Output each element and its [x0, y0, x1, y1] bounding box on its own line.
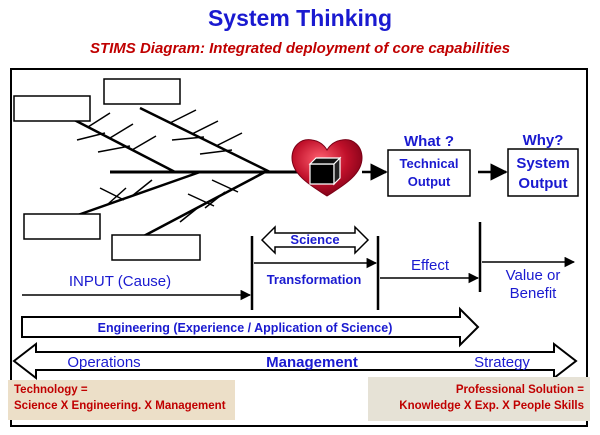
technical-output-label-2: Output	[408, 174, 451, 189]
what-label: What ?	[404, 133, 454, 150]
fishbone-bone	[139, 170, 266, 240]
cube-icon	[308, 156, 342, 186]
page-subtitle: STIMS Diagram: Integrated deployment of …	[89, 40, 511, 57]
technical-output-box	[387, 149, 471, 197]
system-output-label-1: System	[516, 155, 569, 172]
cause-box	[103, 78, 181, 105]
strategy-label: Strategy	[474, 354, 530, 371]
fishbone	[13, 78, 300, 261]
diagram-frame	[10, 68, 588, 427]
science-label: Science	[290, 232, 339, 247]
management-arrow	[12, 341, 578, 381]
management-label: Management	[266, 354, 358, 371]
technical-output-label-1: Technical	[399, 156, 458, 171]
page-title: System Thinking	[207, 5, 393, 31]
heart-icon	[291, 139, 363, 197]
fishbone-bone	[139, 106, 271, 174]
why-label: Why?	[523, 132, 564, 149]
fishbone-ribs	[76, 109, 243, 223]
technology-formula-line-2: Science X Engineering. X Management	[14, 400, 226, 412]
value-label-2: Benefit	[510, 285, 558, 302]
professional-solution-line-2: Knowledge X Exp. X People Skills	[399, 400, 584, 412]
cause-box	[23, 213, 101, 240]
value-label-1: Value or	[506, 267, 561, 284]
fishbone-bone	[74, 170, 201, 218]
effect-label: Effect	[411, 257, 450, 274]
professional-solution-line-1: Professional Solution =	[455, 384, 584, 396]
cause-box	[13, 95, 91, 122]
system-output-label-2: Output	[518, 175, 567, 192]
technology-formula-line-1: Technology =	[14, 384, 88, 396]
engineering-arrow	[21, 306, 480, 348]
cause-box	[111, 234, 201, 261]
system-output-box	[507, 148, 579, 197]
science-arrow	[260, 225, 370, 255]
operations-label: Operations	[67, 354, 140, 371]
professional-solution-note: Professional Solution = Knowledge X Exp.…	[368, 377, 590, 421]
technology-formula-note: Technology = Science X Engineering. X Ma…	[8, 380, 235, 420]
engineering-label: Engineering (Experience / Application of…	[98, 321, 393, 335]
input-label: INPUT (Cause)	[69, 273, 171, 290]
transformation-label: Transformation	[267, 272, 362, 287]
